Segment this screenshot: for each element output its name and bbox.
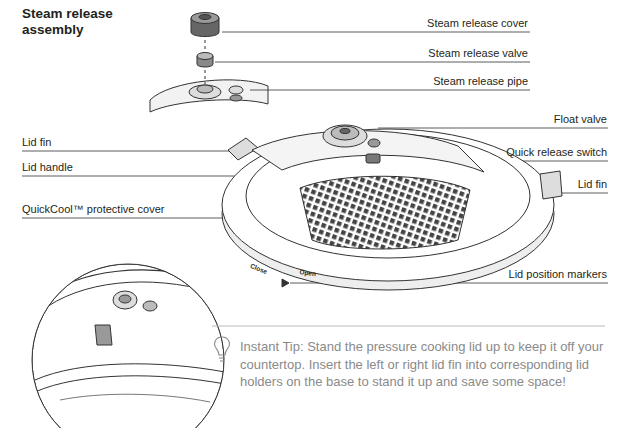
lid-holder-inset-part <box>35 376 225 392</box>
pressure-lid-part <box>222 129 554 281</box>
lid-holder-inset <box>32 264 225 428</box>
pressure-lid-part <box>300 176 470 249</box>
part-label: Steam release cover <box>427 17 528 30</box>
part-label: Float valve <box>554 113 607 126</box>
pressure-lid-part <box>340 129 350 134</box>
lid-holder-inset-part <box>35 364 225 380</box>
lid-holder-inset-part <box>60 394 210 402</box>
steam-release-inset-part <box>150 80 268 112</box>
section-heading: Steam release assembly <box>22 6 134 38</box>
part-label: Steam release pipe <box>433 75 528 88</box>
pressure-lid-part <box>323 125 367 147</box>
leader-lines-part <box>560 193 608 194</box>
steam-release-inset-part <box>197 53 213 60</box>
lid-holder-inset-part <box>119 295 131 303</box>
pressure-lid-part <box>331 126 359 140</box>
steam-release-inset-part <box>199 15 211 20</box>
lid-holder-inset-part <box>32 264 224 428</box>
leader-lines-part <box>250 90 530 91</box>
steam-release-inset-part <box>191 13 219 24</box>
tip-bulb-icon-part <box>219 357 225 358</box>
part-label: Quick release switch <box>506 146 607 159</box>
pressure-lid-part <box>282 279 289 287</box>
leader-lines-part <box>222 32 530 33</box>
steam-release-inset-part <box>189 85 221 99</box>
leader-lines-part <box>378 128 608 129</box>
steam-release-inset-part <box>197 85 213 93</box>
inset-border <box>32 264 224 428</box>
part-label: Lid position markers <box>509 268 607 281</box>
tip-bulb-icon-part <box>215 337 230 355</box>
leader-lines-part <box>22 151 262 152</box>
part-label: Lid fin <box>578 178 607 191</box>
leader-lines-part <box>215 62 530 63</box>
tip-bulb-icon <box>215 337 230 361</box>
leader-lines <box>22 32 608 283</box>
tip-bulb-icon-part <box>220 360 224 361</box>
steam-release-inset-part <box>229 86 243 94</box>
pressure-lid-part <box>366 154 380 163</box>
lid-holder-inset-part <box>113 291 137 309</box>
lid-holder-inset-part <box>95 325 112 345</box>
part-label: Lid handle <box>22 161 73 174</box>
pressure-lid-part <box>368 139 380 147</box>
pressure-lid-part <box>252 131 484 172</box>
separator-line <box>212 326 605 327</box>
pressure-lid-part <box>540 171 562 199</box>
steam-release-inset-part <box>230 95 242 101</box>
part-label: Steam release valve <box>428 47 528 60</box>
tip-note: Instant Tip: Stand the pressure cooking … <box>240 338 612 391</box>
lid-holder-inset-part <box>143 301 157 311</box>
part-label: Lid fin <box>22 136 51 149</box>
part-label: QuickCool™ protective cover <box>22 203 164 216</box>
